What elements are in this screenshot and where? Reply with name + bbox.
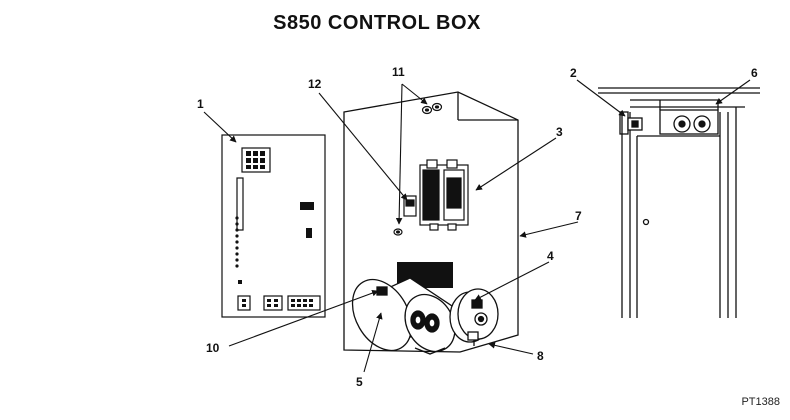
capacitor <box>351 277 460 355</box>
mounting-screws <box>393 102 443 236</box>
callout-3: 3 <box>556 125 563 139</box>
diagram-title: S850 CONTROL BOX <box>273 12 481 34</box>
leader-lines <box>203 79 751 373</box>
motor <box>449 288 499 346</box>
side-view-cabinet <box>598 87 760 318</box>
callout-numbers: 1 2 3 4 5 6 7 8 10 11 12 <box>197 65 758 389</box>
callout-2: 2 <box>570 66 577 80</box>
callout-7: 7 <box>575 209 582 223</box>
drawing-code: PT1388 <box>741 396 780 408</box>
callout-1: 1 <box>197 97 204 111</box>
callout-12: 12 <box>308 77 322 91</box>
relay-part <box>403 195 417 217</box>
callout-10: 10 <box>206 341 220 355</box>
callout-8: 8 <box>537 349 544 363</box>
callout-6: 6 <box>751 66 758 80</box>
callout-5: 5 <box>356 375 363 389</box>
circuit-board <box>221 134 326 318</box>
callout-4: 4 <box>547 249 554 263</box>
contactor <box>419 159 469 231</box>
callout-11: 11 <box>392 65 405 79</box>
